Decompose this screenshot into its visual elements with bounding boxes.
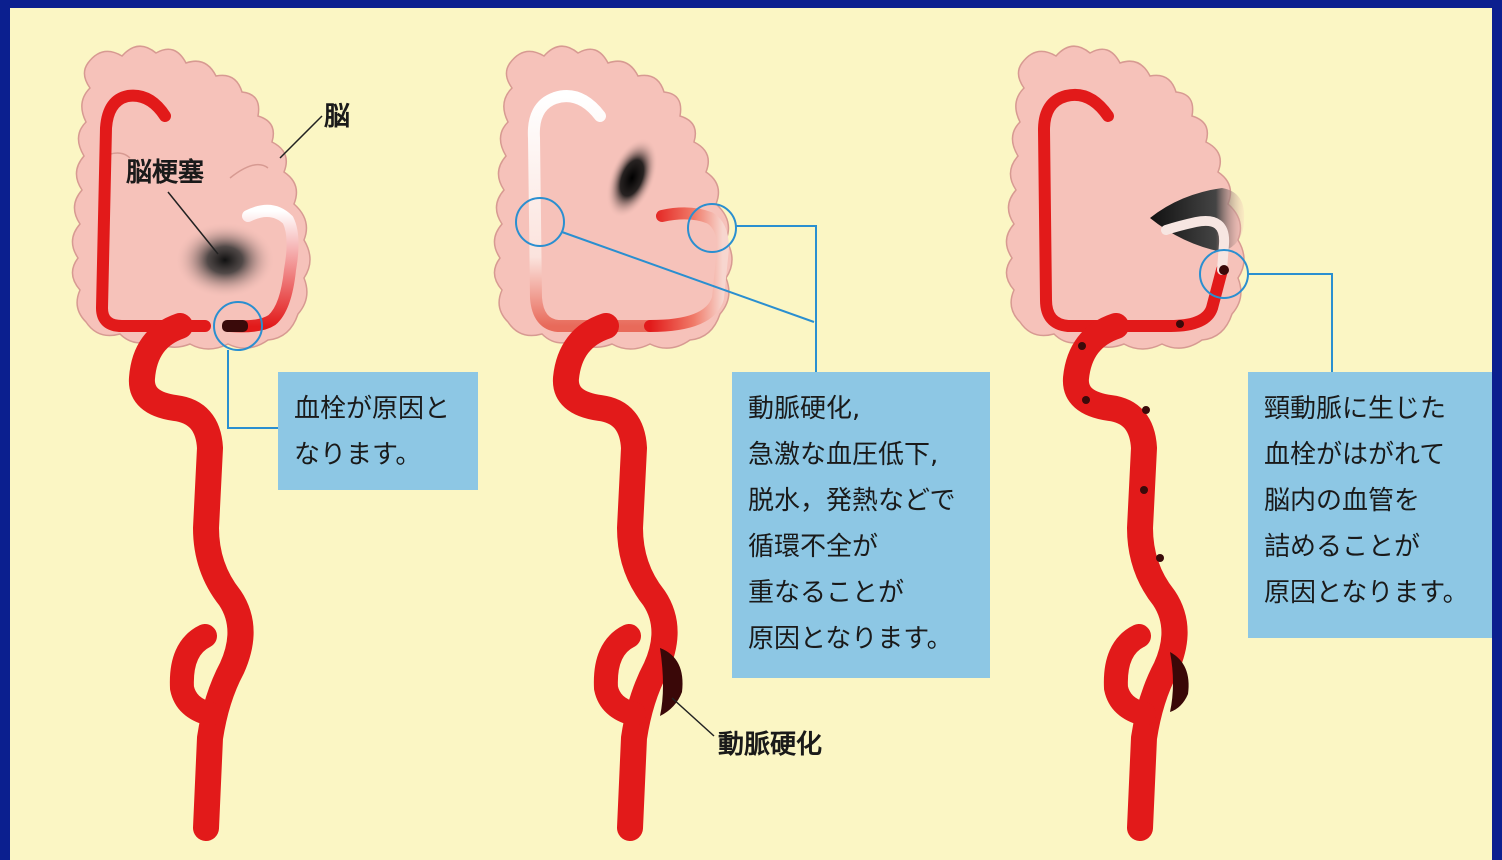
- label-atherosclerosis: 動脈硬化: [718, 724, 822, 761]
- callout-embolism-line: 血栓がはがれて: [1264, 432, 1476, 478]
- atherosclerosis-plaque: [660, 648, 683, 716]
- callout-thrombus-line: なります。: [294, 432, 462, 478]
- callout-circulatory-failure: 動脈硬化, 急激な血圧低下, 脱水，発熱などで 循環不全が 重なることが 原因と…: [732, 372, 990, 678]
- callout-circulatory-line: 循環不全が: [748, 524, 974, 570]
- carotid-artery-3: [1076, 326, 1175, 828]
- callout-circulatory-line: 原因となります。: [748, 616, 974, 662]
- callout-thrombus: 血栓が原因と なります。: [278, 372, 478, 490]
- callout-circulatory-line: 脱水，発熱などで: [748, 478, 974, 524]
- callout-embolism-line: 詰めることが: [1264, 524, 1476, 570]
- callout-circulatory-line: 動脈硬化,: [748, 386, 974, 432]
- callout-circulatory-line: 急激な血圧低下,: [748, 432, 974, 478]
- callout-embolism-line: 原因となります。: [1264, 570, 1476, 616]
- callout-thrombus-line: 血栓が原因と: [294, 386, 462, 432]
- label-cerebral-infarction: 脳梗塞: [126, 152, 204, 189]
- diagram-canvas: 脳 脳梗塞 動脈硬化 血栓が原因と なります。 動脈硬化, 急激な血圧低下, 脱…: [10, 8, 1492, 860]
- callout-embolism-line: 頸動脈に生じた: [1264, 386, 1476, 432]
- callout-embolism: 頸動脈に生じた 血栓がはがれて 脳内の血管を 詰めることが 原因となります。: [1248, 372, 1492, 638]
- infarction-spot-1: [175, 222, 275, 298]
- carotid-artery-1: [142, 326, 241, 828]
- label-brain: 脳: [324, 96, 350, 133]
- callout-circulatory-line: 重なることが: [748, 570, 974, 616]
- carotid-artery-2: [566, 326, 665, 828]
- callout-embolism-line: 脳内の血管を: [1264, 478, 1476, 524]
